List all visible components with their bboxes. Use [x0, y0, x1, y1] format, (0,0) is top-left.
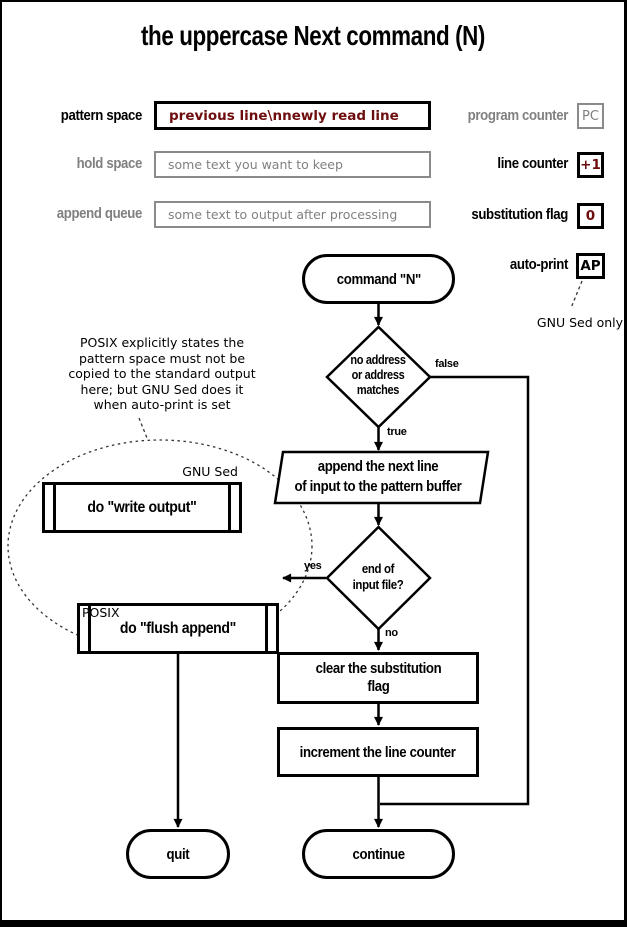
- append-io-parallelogram: [273, 450, 490, 505]
- auto-print-box: AP: [576, 253, 605, 279]
- write-output-node: do "write output": [42, 482, 242, 533]
- posix-tag: POSIX: [82, 605, 120, 620]
- continue-text: continue: [352, 845, 405, 863]
- gnu-sed-only-note: GNU Sed only: [536, 315, 624, 330]
- program-counter-value: PC: [582, 108, 599, 124]
- decision-address-text: no address or address matches: [350, 353, 406, 397]
- program-counter-box: PC: [577, 103, 604, 129]
- line-counter-box: +1: [577, 152, 604, 178]
- substitution-flag-label: substitution flag: [471, 206, 568, 223]
- auto-print-label: auto-print: [509, 256, 568, 273]
- predefined-bar-left: [88, 606, 91, 651]
- pattern-space-value: previous line\nnewly read line: [169, 107, 399, 124]
- flush-append-text: do "flush append": [119, 619, 237, 637]
- page-title-text: the uppercase Next command (N): [141, 20, 485, 51]
- page-title: the uppercase Next command (N): [2, 20, 624, 52]
- gnu-sed-tag: GNU Sed: [182, 464, 238, 479]
- start-node: command "N": [302, 254, 455, 304]
- write-output-text: do "write output": [87, 498, 197, 516]
- clear-flag-node: clear the substitution flag: [277, 652, 479, 704]
- true-branch-label: true: [387, 426, 407, 438]
- quit-node: quit: [126, 829, 230, 879]
- append-queue-label: append queue: [56, 205, 143, 222]
- false-branch-label: false: [435, 358, 459, 370]
- posix-note: POSIX explicitly states the pattern spac…: [68, 335, 256, 412]
- start-node-text: command "N": [336, 270, 421, 288]
- predefined-bar-left: [53, 485, 56, 530]
- flush-append-node: do "flush append": [77, 603, 279, 654]
- continue-node: continue: [302, 829, 455, 879]
- hold-space-value: some text you want to keep: [168, 157, 343, 172]
- decision-eof-text: end of input file?: [352, 561, 404, 592]
- auto-print-value: AP: [580, 258, 601, 274]
- predefined-bar-right: [265, 606, 268, 651]
- decision-address-diamond: [325, 325, 432, 429]
- hold-space-box: some text you want to keep: [154, 151, 431, 178]
- pattern-space-label: pattern space: [60, 107, 143, 124]
- no-branch-label: no: [385, 627, 398, 639]
- program-counter-label: program counter: [467, 107, 569, 124]
- append-queue-value: some text to output after processing: [168, 207, 398, 222]
- false-branch-line: [380, 375, 530, 806]
- yes-branch-label: yes: [304, 560, 322, 572]
- line-counter-value: +1: [580, 157, 601, 173]
- predefined-bar-right: [228, 485, 231, 530]
- substitution-flag-box: 0: [577, 203, 604, 229]
- append-queue-box: some text to output after processing: [154, 201, 431, 228]
- decision-eof-diamond: [325, 525, 432, 631]
- substitution-flag-value: 0: [585, 208, 596, 224]
- pattern-space-box: previous line\nnewly read line: [154, 101, 431, 130]
- note-connector-line: [138, 417, 148, 439]
- append-io-text: append the next line of input to the pat…: [294, 458, 462, 495]
- increment-node: increment the line counter: [277, 727, 479, 777]
- autoprint-note-connector-line: [570, 280, 583, 309]
- quit-text: quit: [166, 845, 190, 863]
- clear-flag-text: clear the substitution flag: [315, 660, 441, 695]
- line-counter-label: line counter: [497, 155, 568, 172]
- hold-space-label: hold space: [76, 155, 143, 172]
- increment-text: increment the line counter: [300, 743, 456, 761]
